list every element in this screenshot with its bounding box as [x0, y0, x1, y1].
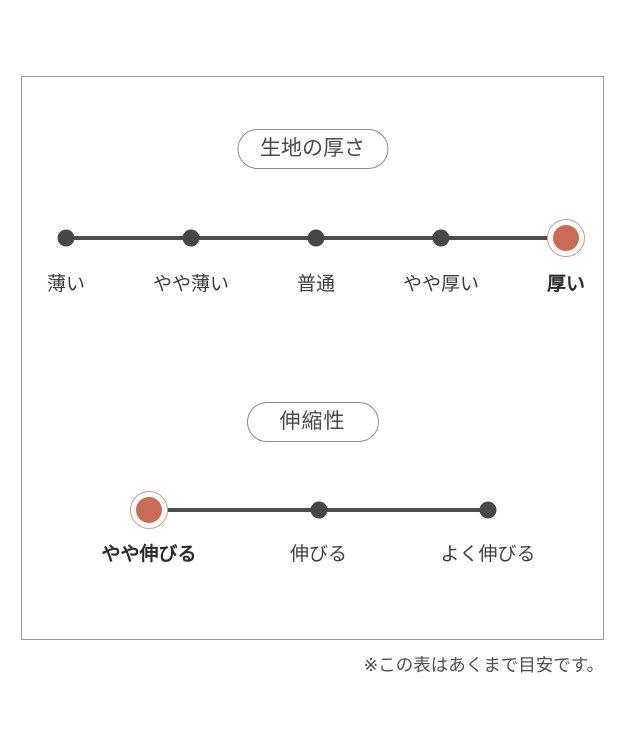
stretch-labels: やや伸びる 伸びる よく伸びる	[101, 544, 535, 568]
scale-label: よく伸びる	[440, 544, 536, 565]
selected-marker	[130, 491, 168, 529]
scale-label: 薄い	[46, 274, 86, 295]
section-title-stretchiness: 伸縮性	[246, 402, 379, 442]
scale-label: やや厚い	[402, 274, 480, 295]
disclaimer-note: ※この表はあくまで目安です。	[363, 655, 604, 675]
selected-marker-core	[136, 497, 162, 523]
section-title-fabric-thickness: 生地の厚さ	[237, 129, 388, 169]
scale-dot	[479, 501, 497, 519]
scale-dot	[57, 229, 75, 247]
scale-dot	[182, 229, 200, 247]
scale-dot	[432, 229, 450, 247]
selected-marker-core	[553, 225, 579, 251]
scale-label: 普通	[296, 274, 336, 295]
thickness-labels: 薄い やや薄い 普通 やや厚い 厚い	[47, 274, 585, 298]
scale-label-selected: 厚い	[546, 274, 586, 295]
chart-frame: 生地の厚さ 薄い やや薄い 普通 やや厚い 厚い 伸縮性	[21, 76, 604, 640]
scale-dot	[310, 501, 327, 519]
scale-dot	[307, 229, 325, 247]
scale-label: 伸びる	[289, 544, 348, 565]
scale-label: やや薄い	[152, 274, 230, 295]
selected-marker	[547, 219, 585, 257]
scale-label-selected: やや伸びる	[101, 544, 197, 565]
